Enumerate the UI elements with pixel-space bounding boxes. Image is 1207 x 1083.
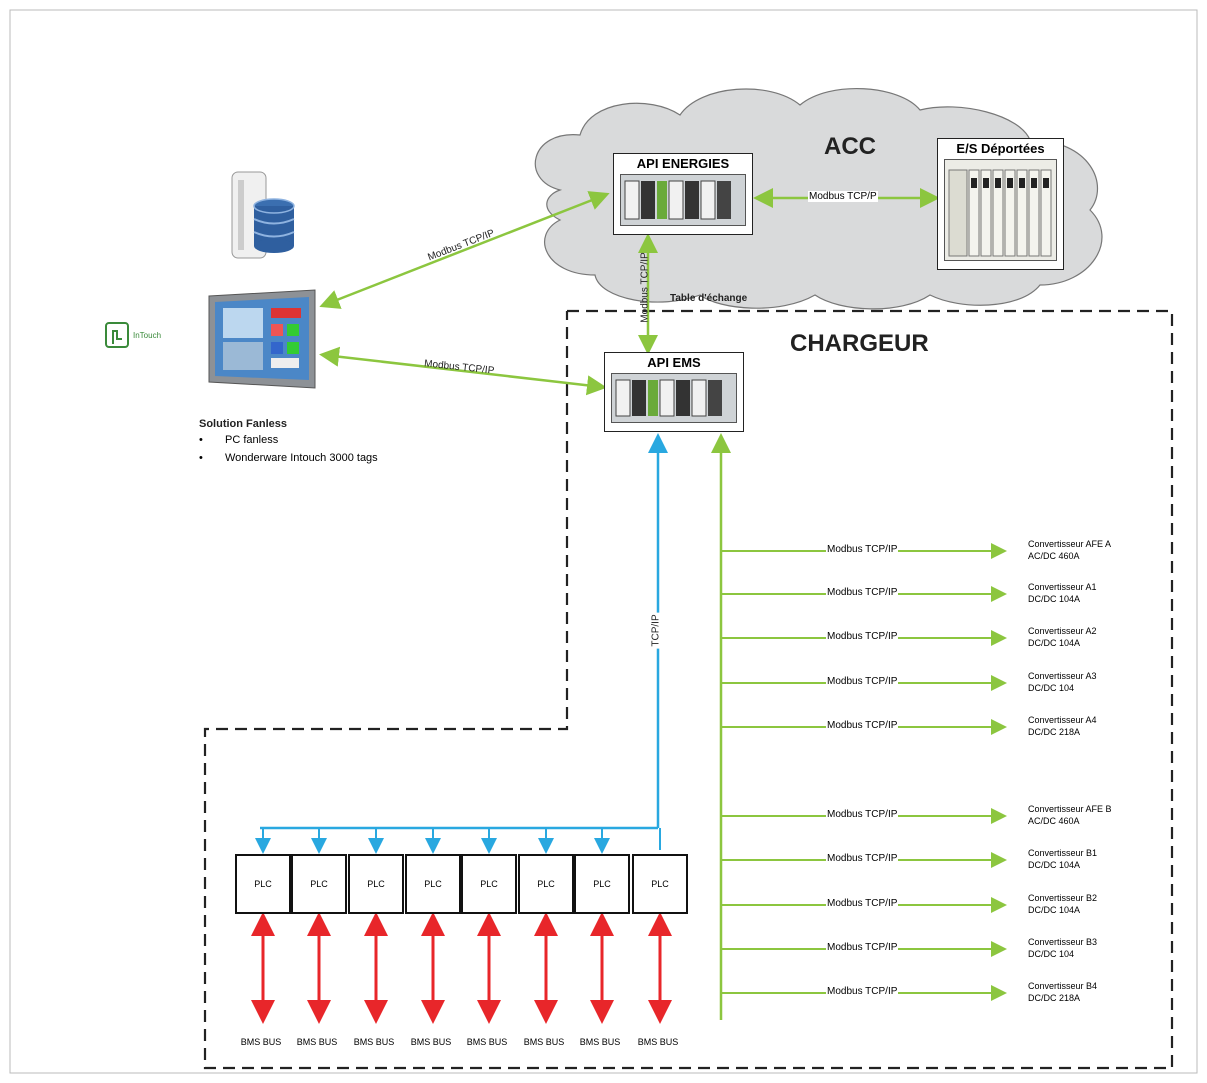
- converter-label: Convertisseur B3 DC/DC 104: [1028, 936, 1148, 960]
- converter-modbus-label: Modbus TCP/IP: [826, 544, 899, 555]
- chargeur-dashed-border: [203, 309, 1174, 1070]
- plc-rack-image: [611, 373, 737, 423]
- converter-label: Convertisseur A3 DC/DC 104: [1028, 670, 1148, 694]
- plc-box: PLC: [405, 854, 461, 914]
- converter-name: Convertisseur A1: [1028, 582, 1097, 592]
- plc-box: PLC: [235, 854, 291, 914]
- converter-label: Convertisseur AFE B AC/DC 460A: [1028, 803, 1148, 827]
- converter-modbus-label: Modbus TCP/IP: [826, 676, 899, 687]
- converter-rating: DC/DC 104A: [1028, 594, 1081, 604]
- solution-item: • Wonderware Intouch 3000 tags: [199, 452, 378, 470]
- bms-bus-label: BMS BUS: [466, 1037, 508, 1047]
- plc-rack-image: [620, 174, 746, 226]
- acc-title: ACC: [824, 133, 876, 160]
- converter-modbus-label: Modbus TCP/IP: [826, 898, 899, 909]
- converter-name: Convertisseur AFE B: [1028, 804, 1112, 814]
- solution-item: • PC fanless: [199, 434, 378, 452]
- bms-bus-label: BMS BUS: [353, 1037, 395, 1047]
- hmi-panel-pc: [203, 288, 321, 398]
- es-deportees-box: E/S Déportées: [937, 138, 1064, 270]
- bms-bus-label: BMS BUS: [579, 1037, 621, 1047]
- converter-modbus-label: Modbus TCP/IP: [826, 809, 899, 820]
- bms-bus-label: BMS BUS: [637, 1037, 679, 1047]
- converter-modbus-label: Modbus TCP/IP: [826, 942, 899, 953]
- converter-rating: DC/DC 218A: [1028, 727, 1081, 737]
- es-deportees-title: E/S Déportées: [956, 141, 1045, 156]
- plc-box: PLC: [518, 854, 574, 914]
- bullet: •: [199, 452, 203, 464]
- io-modules-image: [944, 159, 1057, 261]
- solution-item-text: PC fanless: [225, 434, 279, 446]
- api-ems-box: API EMS: [604, 352, 744, 432]
- bms-bus-label: BMS BUS: [523, 1037, 565, 1047]
- plc-box: PLC: [348, 854, 404, 914]
- converter-name: Convertisseur A2: [1028, 626, 1097, 636]
- intouch-logo-text: InTouch: [133, 331, 162, 340]
- solution-title: Solution Fanless: [199, 418, 288, 430]
- link-hmi-ems: [319, 346, 607, 396]
- solution-list: • PC fanless • Wonderware Intouch 3000 tag…: [199, 434, 378, 470]
- converter-modbus-label: Modbus TCP/IP: [826, 986, 899, 997]
- converter-label: Convertisseur A1 DC/DC 104A: [1028, 581, 1148, 605]
- converter-name: Convertisseur A4: [1028, 715, 1097, 725]
- bullet: •: [199, 434, 203, 446]
- converter-modbus-label: Modbus TCP/IP: [826, 720, 899, 731]
- converter-label: Convertisseur B4 DC/DC 218A: [1028, 980, 1148, 1004]
- bms-bus-label: BMS BUS: [410, 1037, 452, 1047]
- api-energies-box: API ENERGIES: [613, 153, 753, 235]
- bms-bus-label: BMS BUS: [240, 1037, 282, 1047]
- converter-rating: DC/DC 104A: [1028, 905, 1081, 915]
- intouch-logo: InTouch: [103, 319, 183, 353]
- table-echange-label: Table d'échange: [670, 293, 748, 304]
- label-modbus-energies-ems: Modbus TCP/IP: [639, 252, 651, 323]
- converter-label: Convertisseur A4 DC/DC 218A: [1028, 714, 1148, 738]
- converter-rating: DC/DC 218A: [1028, 993, 1081, 1003]
- api-energies-title: API ENERGIES: [636, 156, 730, 171]
- solution-item-text: Wonderware Intouch 3000 tags: [225, 452, 378, 464]
- plc-box: PLC: [291, 854, 347, 914]
- converter-name: Convertisseur B4: [1028, 981, 1098, 991]
- api-ems-title: API EMS: [647, 355, 701, 370]
- plc-box: PLC: [461, 854, 517, 914]
- converter-label: Convertisseur B1 DC/DC 104A: [1028, 847, 1148, 871]
- converter-rating: AC/DC 460A: [1028, 551, 1080, 561]
- plc-box: PLC: [632, 854, 688, 914]
- converter-name: Convertisseur A3: [1028, 671, 1097, 681]
- chargeur-title: CHARGEUR: [790, 330, 929, 357]
- converter-rating: AC/DC 460A: [1028, 816, 1080, 826]
- bms-bus-label: BMS BUS: [296, 1037, 338, 1047]
- converter-rating: DC/DC 104A: [1028, 860, 1081, 870]
- converter-rating: DC/DC 104: [1028, 949, 1075, 959]
- converter-name: Convertisseur B2: [1028, 893, 1098, 903]
- converter-modbus-label: Modbus TCP/IP: [826, 631, 899, 642]
- converter-modbus-label: Modbus TCP/IP: [826, 587, 899, 598]
- database-server-icon: [228, 170, 298, 262]
- converter-rating: DC/DC 104A: [1028, 638, 1081, 648]
- link-energies-hmi: [319, 191, 610, 309]
- label-modbus-energies-es: Modbus TCP/P: [808, 191, 878, 202]
- converter-modbus-label: Modbus TCP/IP: [826, 853, 899, 864]
- converter-name: Convertisseur AFE A: [1028, 539, 1112, 549]
- converter-name: Convertisseur B3: [1028, 937, 1098, 947]
- converter-rating: DC/DC 104: [1028, 683, 1075, 693]
- converter-label: Convertisseur AFE A AC/DC 460A: [1028, 538, 1148, 562]
- converter-label: Convertisseur A2 DC/DC 104A: [1028, 625, 1148, 649]
- plc-box: PLC: [574, 854, 630, 914]
- converter-name: Convertisseur B1: [1028, 848, 1098, 858]
- label-tcp-ip: TCP/IP: [650, 612, 662, 649]
- converter-label: Convertisseur B2 DC/DC 104A: [1028, 892, 1148, 916]
